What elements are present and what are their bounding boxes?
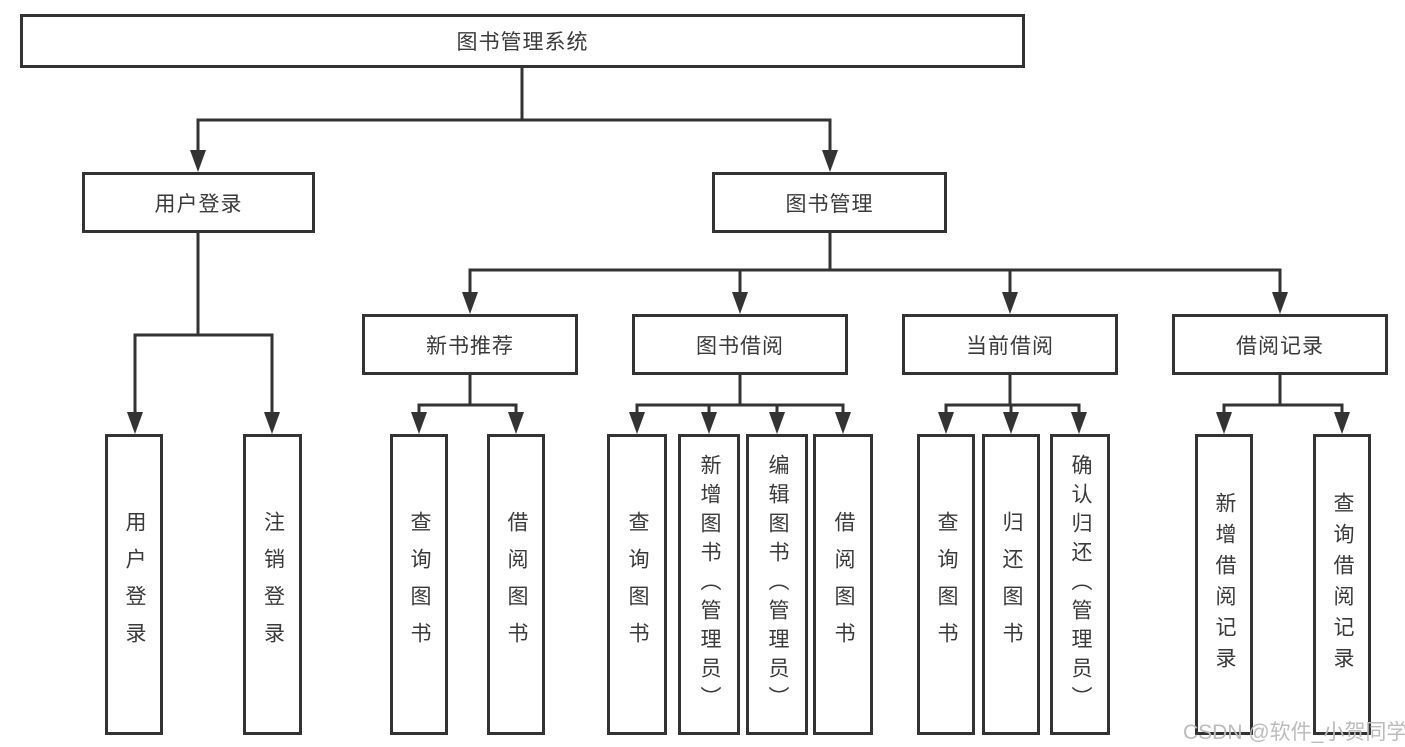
- leaf-borrow-books: 借阅图书: [487, 434, 545, 735]
- node-label: 当前借阅: [966, 334, 1054, 358]
- node-label: 图书管理系统: [456, 31, 589, 54]
- leaf-label: 注销登录: [261, 510, 285, 659]
- leaf-return-books: 归还图书: [982, 434, 1040, 735]
- leaf-query-borrow-record: 查询借阅记录: [1313, 434, 1371, 735]
- node-borrowing-records: 借阅记录: [1172, 314, 1388, 375]
- leaf-label: 确认归还（管理员）: [1069, 454, 1092, 715]
- node-library-management-system: 图书管理系统: [20, 14, 1025, 68]
- node-label: 新书推荐: [426, 334, 514, 358]
- leaf-label: 新增借阅记录: [1213, 491, 1236, 678]
- connector-current-borrow-to-leaves: [938, 375, 1087, 434]
- leaf-user-login: 用户登录: [105, 434, 163, 735]
- csdn-watermark: CSDN @软件_小贺同学: [1183, 721, 1405, 744]
- leaf-label: 借阅图书: [505, 510, 528, 659]
- connector-book-borrow-to-leaves: [629, 375, 851, 434]
- leaf-confirm-return-admin: 确认归还（管理员）: [1050, 434, 1110, 735]
- leaf-query-books: 查询图书: [390, 434, 448, 735]
- leaf-query-books: 查询图书: [607, 434, 667, 735]
- connector-root-to-branches: [190, 68, 838, 172]
- leaf-add-books-admin: 新增图书（管理员）: [678, 434, 740, 735]
- leaf-label: 新增图书（管理员）: [698, 454, 721, 715]
- leaf-label: 用户登录: [123, 510, 146, 659]
- leaf-label: 查询图书: [408, 510, 431, 659]
- node-book-borrowing: 图书借阅: [632, 314, 848, 375]
- leaf-label: 借阅图书: [832, 510, 855, 659]
- leaf-label: 查询图书: [626, 510, 649, 659]
- leaf-add-borrow-record: 新增借阅记录: [1195, 434, 1253, 735]
- leaf-edit-books-admin: 编辑图书（管理员）: [746, 434, 808, 735]
- connector-user-login-to-leaves: [127, 233, 280, 434]
- leaf-label: 查询图书: [935, 510, 958, 659]
- connector-borrow-records-to-leaves: [1216, 375, 1350, 434]
- leaf-label: 归还图书: [1000, 510, 1023, 659]
- connector-book-management-to-sections: [462, 233, 1288, 314]
- node-label: 图书管理: [785, 192, 874, 216]
- node-user-login: 用户登录: [82, 172, 315, 233]
- connector-new-book-to-leaves: [411, 375, 524, 434]
- node-current-borrowing: 当前借阅: [902, 314, 1118, 375]
- leaf-query-books: 查询图书: [917, 434, 975, 735]
- node-book-management: 图书管理: [712, 172, 947, 233]
- leaf-logout: 注销登录: [243, 434, 302, 735]
- node-label: 用户登录: [154, 192, 243, 216]
- leaf-borrow-books: 借阅图书: [813, 434, 873, 735]
- leaf-label: 编辑图书（管理员）: [766, 454, 789, 715]
- node-new-book-recommendation: 新书推荐: [362, 314, 578, 375]
- node-label: 图书借阅: [696, 334, 784, 358]
- leaf-label: 查询借阅记录: [1331, 491, 1354, 678]
- node-label: 借阅记录: [1236, 334, 1324, 358]
